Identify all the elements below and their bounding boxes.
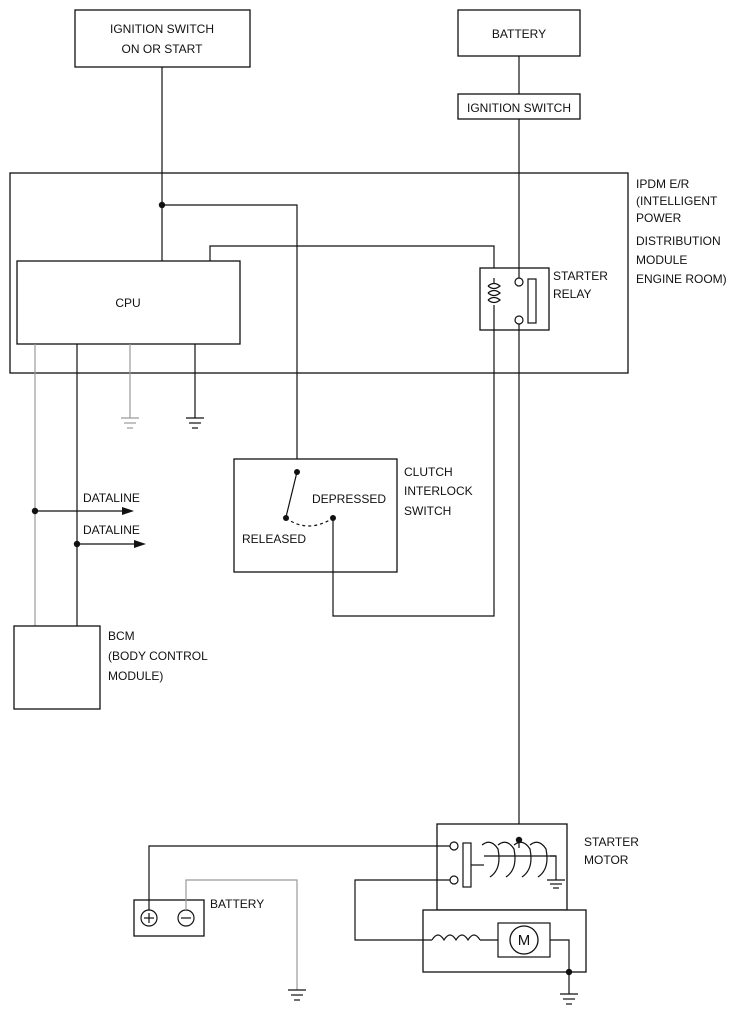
svg-text:SWITCH: SWITCH — [404, 504, 451, 518]
svg-text:DISTRIBUTION: DISTRIBUTION — [636, 234, 721, 248]
solenoid-plunger-icon — [462, 842, 472, 888]
released-label: RELEASED — [242, 532, 306, 546]
starter-motor-label: STARTER MOTOR — [584, 835, 639, 867]
battery-top-label: BATTERY — [492, 27, 546, 41]
relay-coil-icon — [487, 278, 501, 318]
relay-contact-bottom-icon — [514, 315, 524, 325]
svg-text:(BODY CONTROL: (BODY CONTROL — [108, 649, 208, 663]
svg-text:ENGINE ROOM): ENGINE ROOM) — [636, 272, 727, 286]
clutch-to-relay-wire — [332, 318, 495, 617]
starter-solenoid-box — [436, 823, 568, 911]
clutch-switch-travel-arc — [285, 517, 334, 527]
field-winding-icon — [431, 934, 481, 942]
depressed-label: DEPRESSED — [312, 492, 386, 506]
battery-bottom-label: BATTERY — [210, 897, 264, 911]
svg-text:BCM: BCM — [108, 629, 135, 643]
cpu-ground-1 — [121, 344, 139, 429]
cpu-label: CPU — [115, 296, 140, 310]
cpu-to-relay-wire — [209, 245, 495, 268]
svg-text:POWER: POWER — [636, 211, 682, 225]
battery-top-box: BATTERY — [457, 9, 581, 57]
clutch-switch-blade-icon — [285, 471, 298, 518]
dataline-1-arrow — [35, 507, 134, 515]
dataline-label-1: DATALINE — [83, 491, 140, 505]
svg-text:STARTER: STARTER — [584, 835, 639, 849]
svg-text:IPDM E/R: IPDM E/R — [636, 177, 690, 191]
svg-text:(INTELLIGENT: (INTELLIGENT — [636, 194, 718, 208]
motor-ground — [560, 972, 578, 1005]
svg-text:INTERLOCK: INTERLOCK — [404, 484, 473, 498]
battery-bottom-box — [133, 899, 205, 937]
solenoid-contact-top-icon — [449, 841, 459, 851]
starter-motor-box: M — [422, 909, 587, 976]
motor-symbol: M — [518, 932, 531, 949]
svg-text:MODULE: MODULE — [636, 253, 687, 267]
svg-text:MOTOR: MOTOR — [584, 853, 629, 867]
relay-armature-icon — [527, 278, 537, 324]
ignition-to-clutch-switch-wire — [162, 204, 298, 470]
ipdm-label: IPDM E/R (INTELLIGENT POWER DISTRIBUTION… — [636, 177, 727, 286]
relay-contact-top-icon — [514, 277, 524, 287]
clutch-interlock-switch-box: DEPRESSED RELEASED — [233, 458, 398, 573]
ignition-switch-fuse-box: IGNITION SWITCH — [457, 93, 581, 120]
starter-relay — [479, 267, 550, 331]
solenoid-to-field-wire — [354, 879, 450, 941]
clutch-interlock-switch-label: CLUTCH INTERLOCK SWITCH — [404, 465, 473, 518]
battery-ground — [288, 989, 306, 1001]
motor-icon — [509, 925, 539, 955]
starter-relay-label: STARTER RELAY — [553, 269, 608, 301]
dataline-label-2: DATALINE — [83, 523, 140, 537]
battery-negative-cable — [185, 879, 298, 990]
ignition-switch-fuse-label: IGNITION SWITCH — [467, 101, 571, 115]
battery-positive-cable — [148, 845, 450, 910]
dataline-2-arrow — [77, 540, 146, 548]
ignition-switch-line-1: IGNITION SWITCH — [110, 22, 214, 36]
bcm-box — [13, 625, 101, 710]
solenoid-coil-icon — [481, 841, 548, 878]
ignition-switch-line-2: ON OR START — [122, 42, 204, 56]
solenoid-contact-bottom-icon — [449, 875, 459, 885]
solenoid-ground-lead — [550, 855, 557, 880]
cpu-box: CPU — [16, 260, 241, 345]
bcm-label: BCM (BODY CONTROL MODULE) — [108, 629, 208, 683]
ignition-switch-on-or-start-box: IGNITION SWITCH ON OR START — [74, 9, 251, 68]
svg-text:MODULE): MODULE) — [108, 669, 163, 683]
svg-text:STARTER: STARTER — [553, 269, 608, 283]
cpu-ground-2 — [186, 344, 204, 429]
svg-text:CLUTCH: CLUTCH — [404, 465, 453, 479]
svg-text:RELAY: RELAY — [553, 287, 591, 301]
